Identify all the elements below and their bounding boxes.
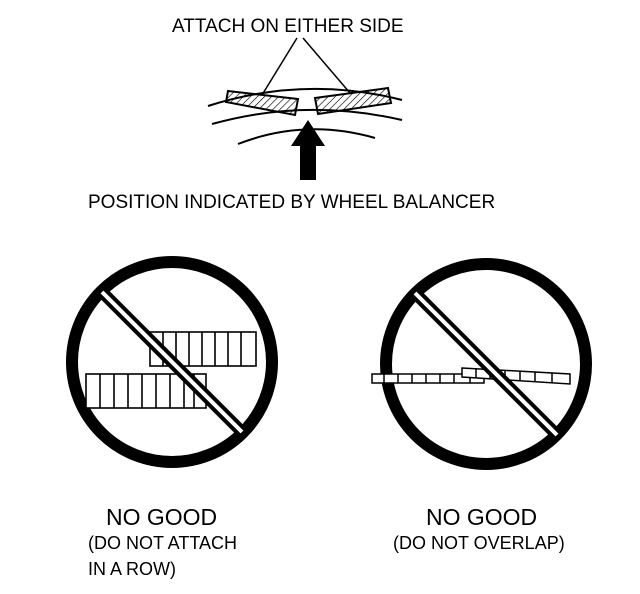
- prohibition-sign-right: [371, 258, 592, 470]
- prohibition-sign-icon: [66, 256, 278, 468]
- overlapping-weights: [371, 367, 571, 385]
- up-arrow-icon: [291, 120, 325, 180]
- leader-line-right: [302, 37, 351, 94]
- right-reason-label: (DO NOT OVERLAP): [393, 533, 565, 553]
- wheel-weight-left-icon: [224, 89, 300, 117]
- leader-line-left: [261, 37, 298, 96]
- left-reason-line1: (DO NOT ATTACH: [88, 533, 238, 553]
- right-verdict-label: NO GOOD: [426, 504, 538, 530]
- weights-in-a-row: [85, 331, 257, 409]
- prohibition-sign-left: [66, 256, 278, 468]
- top-detail: [207, 37, 403, 180]
- attach-either-side-label: ATTACH ON EITHER SIDE: [172, 16, 404, 37]
- prohibition-sign-icon: [380, 258, 592, 470]
- left-reason-line2: IN A ROW): [88, 559, 177, 579]
- left-verdict-label: NO GOOD: [106, 504, 218, 530]
- position-indicated-label: POSITION INDICATED BY WHEEL BALANCER: [88, 192, 496, 213]
- rim-inner-curve: [211, 108, 403, 125]
- wheel-weight-right-icon: [313, 86, 393, 116]
